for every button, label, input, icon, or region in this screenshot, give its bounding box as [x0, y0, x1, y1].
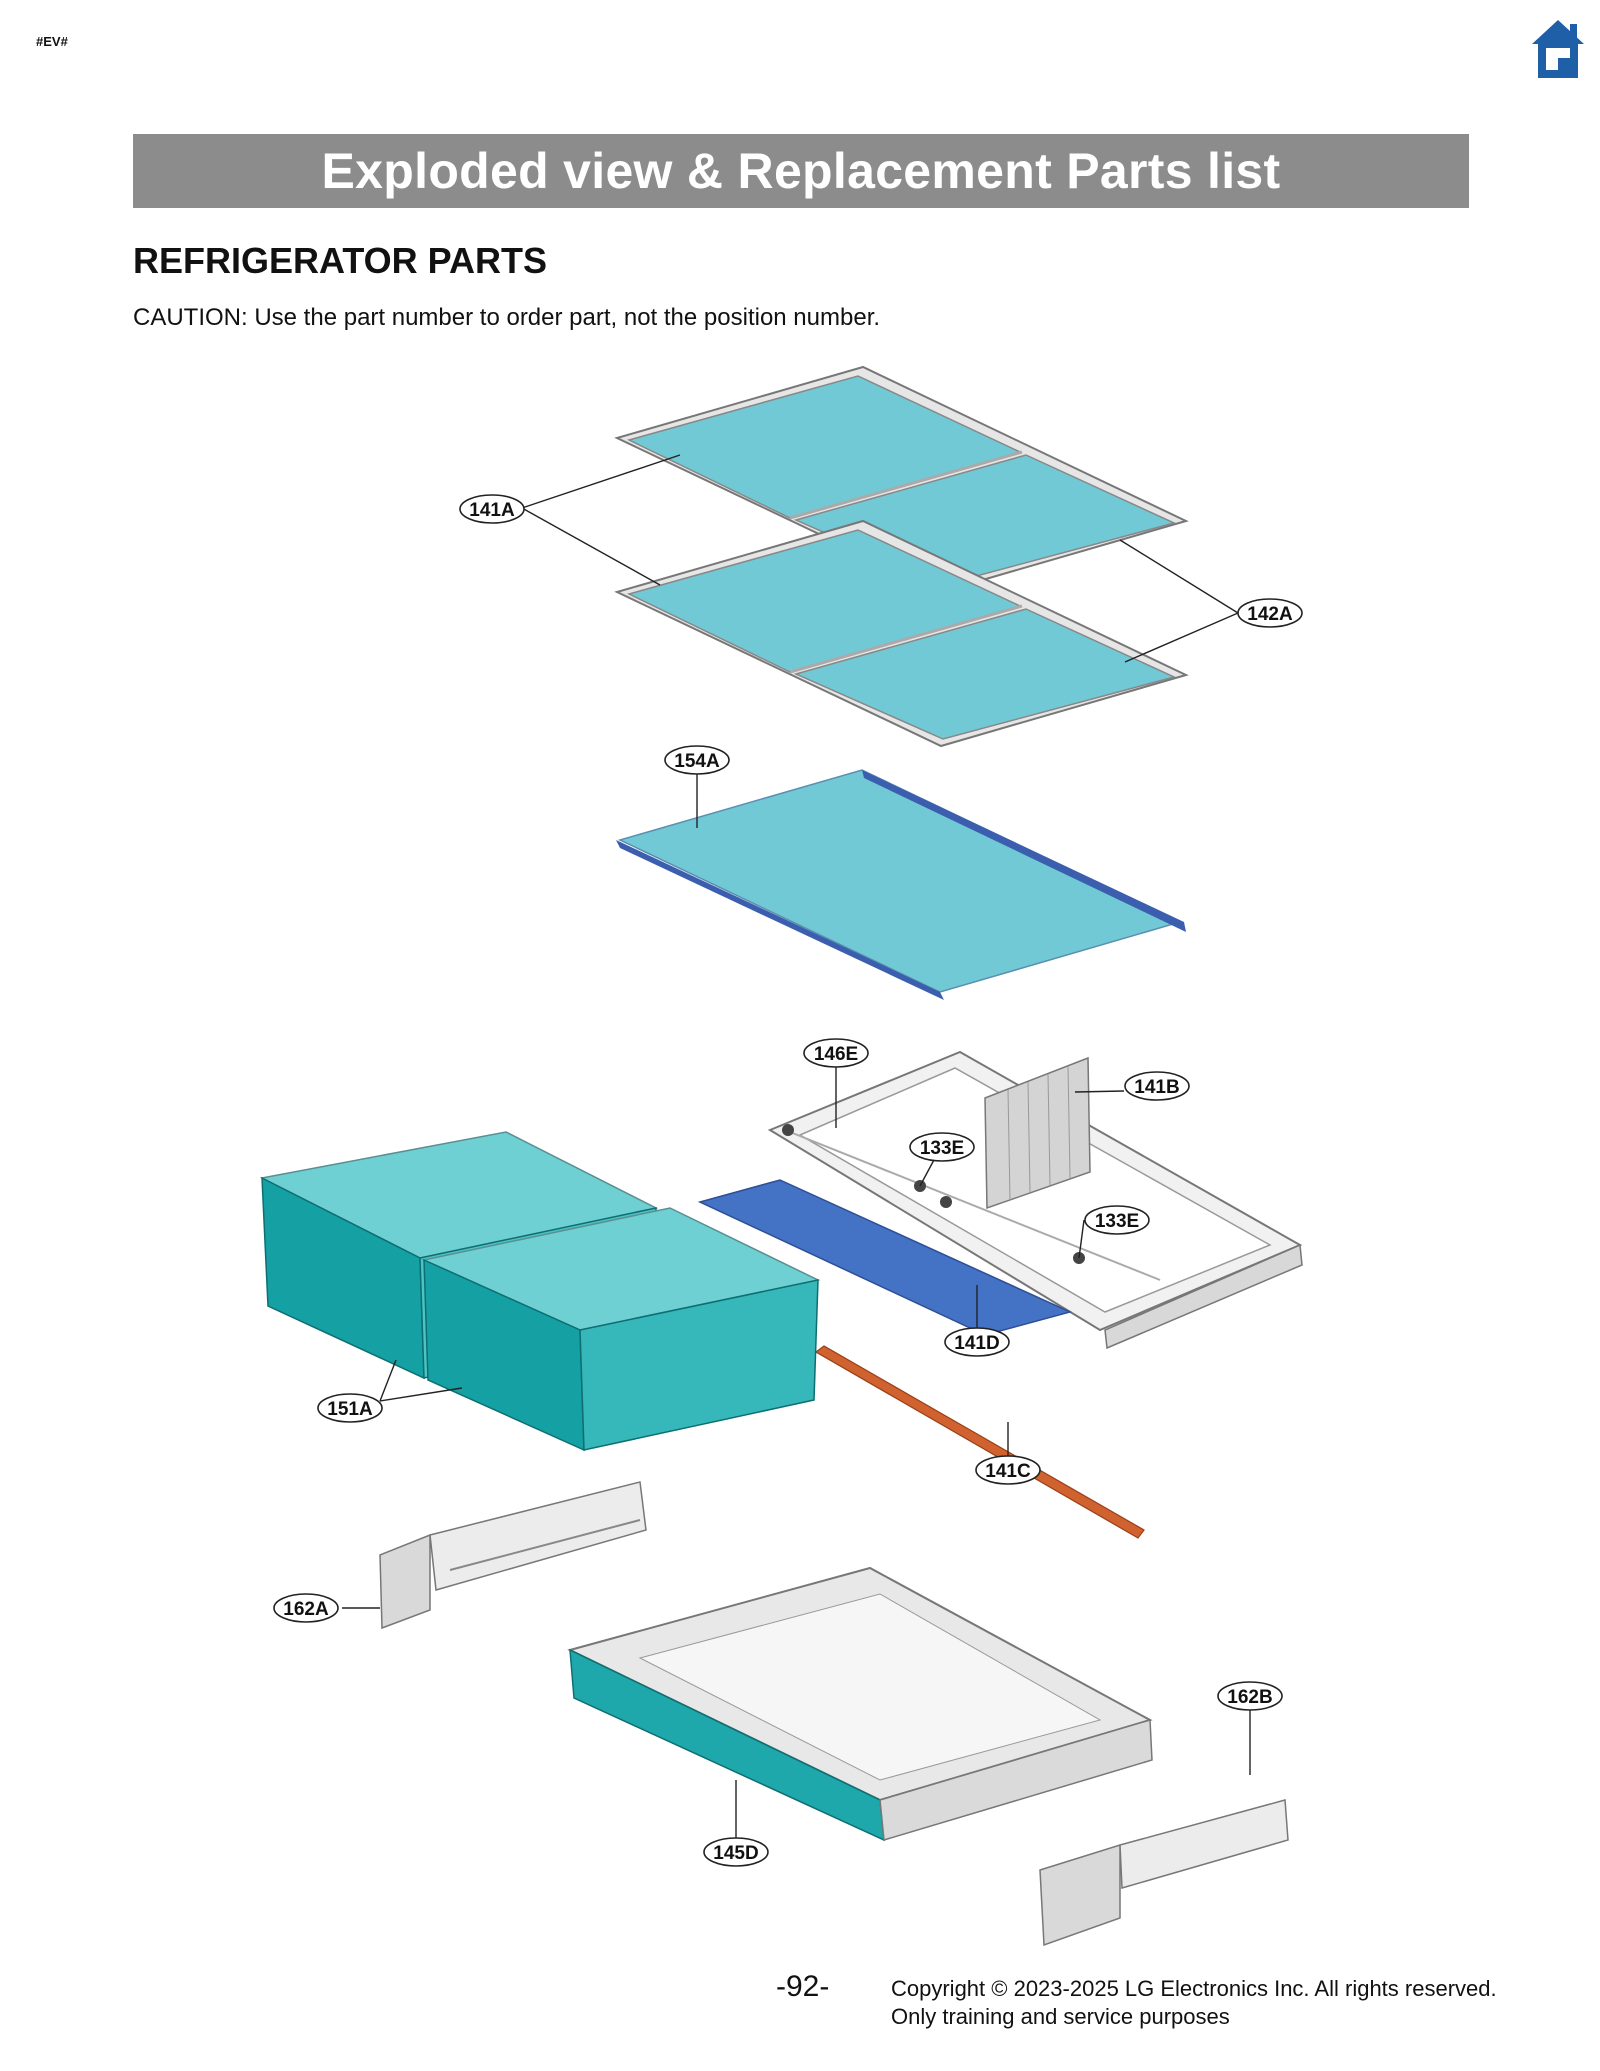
page-banner-title: Exploded view & Replacement Parts list — [133, 134, 1469, 208]
home-icon[interactable] — [1530, 18, 1586, 80]
callout-162a: 162A — [273, 1593, 339, 1623]
usage-note: Only training and service purposes — [891, 2004, 1230, 2029]
svg-text:141B: 141B — [1134, 1077, 1179, 1098]
svg-text:133E: 133E — [1095, 1211, 1139, 1232]
section-title: REFRIGERATOR PARTS — [133, 240, 548, 281]
copyright-block: Copyright © 2023-2025 LG Electronics Inc… — [891, 1975, 1497, 2031]
svg-text:141A: 141A — [469, 500, 515, 521]
callout-141a: 141A — [459, 494, 525, 524]
drawer-frame-141b — [767, 1050, 1303, 1350]
callout-141b: 141B — [1124, 1071, 1190, 1101]
callout-141d: 141D — [944, 1327, 1010, 1357]
copyright-text: Copyright © 2023-2025 LG Electronics Inc… — [891, 1976, 1497, 2001]
crisper-drawers-151a — [259, 1131, 821, 1452]
svg-text:151A: 151A — [327, 1399, 373, 1420]
callout-145d: 145D — [703, 1837, 769, 1867]
slide-rail-162b — [1039, 1799, 1289, 1947]
page-number: -92- — [776, 1970, 830, 2003]
svg-text:154A: 154A — [674, 751, 720, 772]
split-glass-shelf-lower — [614, 519, 1189, 748]
svg-text:145D: 145D — [713, 1843, 758, 1864]
callout-154a: 154A — [664, 745, 730, 775]
svg-text:162B: 162B — [1227, 1687, 1272, 1708]
caution-note: CAUTION: Use the part number to order pa… — [133, 304, 881, 331]
callout-162b: 162B — [1217, 1681, 1283, 1711]
glass-shelf-154a — [616, 769, 1186, 1000]
slide-rail-162a — [379, 1481, 647, 1630]
svg-text:142A: 142A — [1247, 604, 1293, 625]
callout-142a: 142A — [1237, 598, 1303, 628]
ev-tag: #EV# — [36, 34, 68, 49]
svg-text:146E: 146E — [814, 1044, 858, 1065]
callout-133e-lower: 133E — [1084, 1205, 1150, 1235]
rail-141c — [814, 1345, 1145, 1539]
svg-text:141D: 141D — [954, 1333, 999, 1354]
callout-146e: 146E — [803, 1038, 869, 1068]
callout-133e-upper: 133E — [909, 1132, 975, 1162]
svg-text:162A: 162A — [283, 1599, 329, 1620]
callout-141c: 141C — [975, 1455, 1041, 1485]
exploded-view-diagram: 141A 142A 154A 146E 141B 133E 133E 151A … — [259, 365, 1303, 1947]
svg-text:133E: 133E — [920, 1138, 964, 1159]
svg-text:141C: 141C — [985, 1461, 1031, 1482]
callout-151a: 151A — [317, 1393, 383, 1423]
freezer-basket-145d — [567, 1566, 1153, 1842]
